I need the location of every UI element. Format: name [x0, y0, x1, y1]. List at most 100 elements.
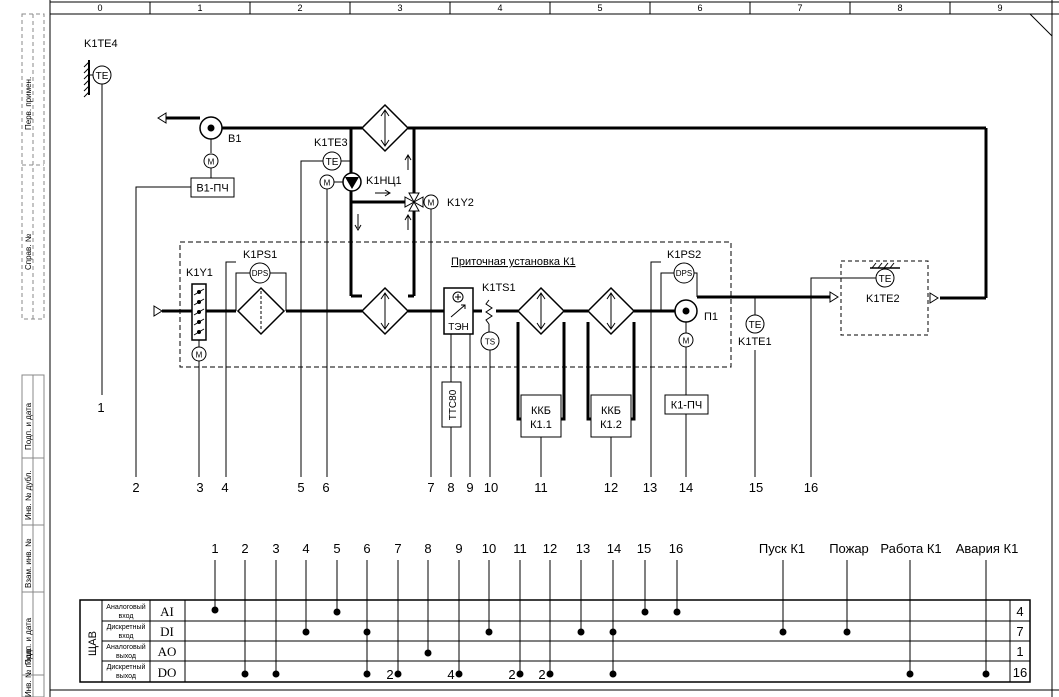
- side-stamp: Перв. примен. Справ. № Подп. и дата Инв.…: [21, 13, 45, 697]
- column-number: 1: [197, 3, 202, 13]
- dps-symbol: DPS: [252, 269, 268, 278]
- io-number: 12: [543, 541, 557, 556]
- exhaust-outlet-arrow: [157, 112, 167, 124]
- ts1-label: K1TS1: [482, 282, 516, 294]
- column-numbers: 0 1 2 3 4 5 6 7 8 9: [97, 3, 1002, 13]
- te-symbol: TE: [326, 157, 339, 168]
- row-total: 4: [1016, 604, 1023, 619]
- line-number: 2: [132, 480, 139, 495]
- io-signal: Работа К1: [880, 541, 941, 556]
- column-number: 4: [497, 3, 502, 13]
- b1-label: B1: [228, 133, 241, 145]
- y1-label: K1Y1: [186, 267, 213, 279]
- line-number: 4: [221, 480, 228, 495]
- valve-k1y2: M K1Y2: [404, 192, 474, 477]
- damper-k1y1: K1Y1 M: [186, 267, 213, 477]
- column-number: 2: [297, 3, 302, 13]
- ts-symbol: TS: [485, 338, 495, 347]
- io-number: 14: [607, 541, 621, 556]
- outdoor-sensor-te4: K1TE4 TE: [83, 38, 118, 395]
- line-number: 5: [297, 480, 304, 495]
- b1-vfd-label: B1-ПЧ: [196, 183, 228, 195]
- recovery-coil-top: [360, 103, 410, 153]
- line-number: 16: [804, 480, 818, 495]
- recovery-coil-bottom: [360, 286, 410, 336]
- row-desc: вход: [119, 633, 134, 640]
- column-number: 8: [897, 3, 902, 13]
- stamp-label: Перв. примен.: [24, 77, 33, 130]
- row-desc: Дискретный: [107, 663, 146, 671]
- ps2-label: K1PS2: [667, 249, 701, 261]
- supply-duct: [162, 295, 830, 313]
- multiplier: 2: [508, 667, 515, 682]
- filter-ps1: K1PS1 DPS: [225, 249, 287, 477]
- motor-symbol: M: [324, 179, 331, 188]
- column-number: 0: [97, 3, 102, 13]
- io-signal: Пуск К1: [759, 541, 805, 556]
- supply-fan-p1: K1PS2 DPS П1 M К1-ПЧ: [650, 249, 718, 477]
- io-numbers: 1 2 3 4 5 6 7 8 9 10 11 12 13 14 15 16: [211, 541, 683, 556]
- row-desc: Аналоговый: [106, 643, 146, 651]
- column-number: 6: [697, 3, 702, 13]
- column-number: 7: [797, 3, 802, 13]
- electric-heater: ТЭН ТТС80: [441, 287, 474, 477]
- cabinet-label: ЩАВ: [87, 631, 99, 656]
- multiplier: 2: [386, 667, 393, 682]
- p1-label: П1: [704, 311, 718, 323]
- row-code: AI: [160, 604, 174, 619]
- dps-symbol: DPS: [676, 269, 692, 278]
- te-symbol: TE: [749, 320, 762, 331]
- io-table: ЩАВ Аналоговый вход Дискретный вход Анал…: [79, 560, 1031, 683]
- io-number: 16: [669, 541, 683, 556]
- room-sensor-te2: TE K1TE2: [810, 260, 939, 477]
- te1-label: K1TE1: [738, 336, 772, 348]
- p1-vfd-label: К1-ПЧ: [671, 400, 702, 412]
- line-number: 9: [466, 480, 473, 495]
- line-number: 8: [447, 480, 454, 495]
- ps1-label: K1PS1: [243, 249, 277, 261]
- pump-k1nc1: M K1НЦ1: [319, 172, 402, 477]
- row-total: 1: [1016, 644, 1023, 659]
- pump-label: K1НЦ1: [366, 175, 402, 187]
- row-total: 16: [1013, 665, 1027, 680]
- io-number: 7: [394, 541, 401, 556]
- io-number: 4: [302, 541, 309, 556]
- io-number: 13: [576, 541, 590, 556]
- column-number: 5: [597, 3, 602, 13]
- io-signal: Пожар: [829, 541, 869, 556]
- heater-label: ТЭН: [448, 322, 469, 333]
- io-number: 5: [333, 541, 340, 556]
- motor-symbol: M: [196, 351, 203, 360]
- line-number: 7: [427, 480, 434, 495]
- line-number: 12: [604, 480, 618, 495]
- stamp-label: Подп. и дата: [24, 617, 33, 665]
- stamp-label: Справ. №: [24, 233, 33, 270]
- io-number: 9: [455, 541, 462, 556]
- row-desc: выход: [116, 673, 136, 680]
- motor-symbol: M: [683, 337, 690, 346]
- io-number: 8: [424, 541, 431, 556]
- coolant-loop: [349, 126, 416, 298]
- dx-coil-2: ККБ К1.2: [586, 286, 636, 477]
- row-code: DO: [158, 665, 177, 680]
- supply-unit-boundary: [179, 241, 732, 368]
- io-signal: Авария К1: [956, 541, 1019, 556]
- sensor-te1: TE K1TE1: [738, 297, 772, 477]
- row-desc: вход: [119, 613, 134, 620]
- stamp-label: Инв. № дубл.: [24, 470, 33, 520]
- stamp-label: Подп. и дата: [24, 402, 33, 450]
- flow-arrows: [354, 154, 412, 231]
- kkb1-label: ККБ: [531, 405, 551, 417]
- io-number: 3: [272, 541, 279, 556]
- line-number: 15: [749, 480, 763, 495]
- multiplier: 2: [538, 667, 545, 682]
- stamp-label: Инв. № подл.: [24, 647, 33, 697]
- kkb2-sublabel: К1.2: [600, 419, 622, 431]
- te2-label: K1TE2: [866, 293, 900, 305]
- kkb2-label: ККБ: [601, 405, 621, 417]
- te3-label: K1TE3: [314, 137, 348, 149]
- line-number: 14: [679, 480, 693, 495]
- io-number: 2: [241, 541, 248, 556]
- line-number: 11: [534, 480, 548, 495]
